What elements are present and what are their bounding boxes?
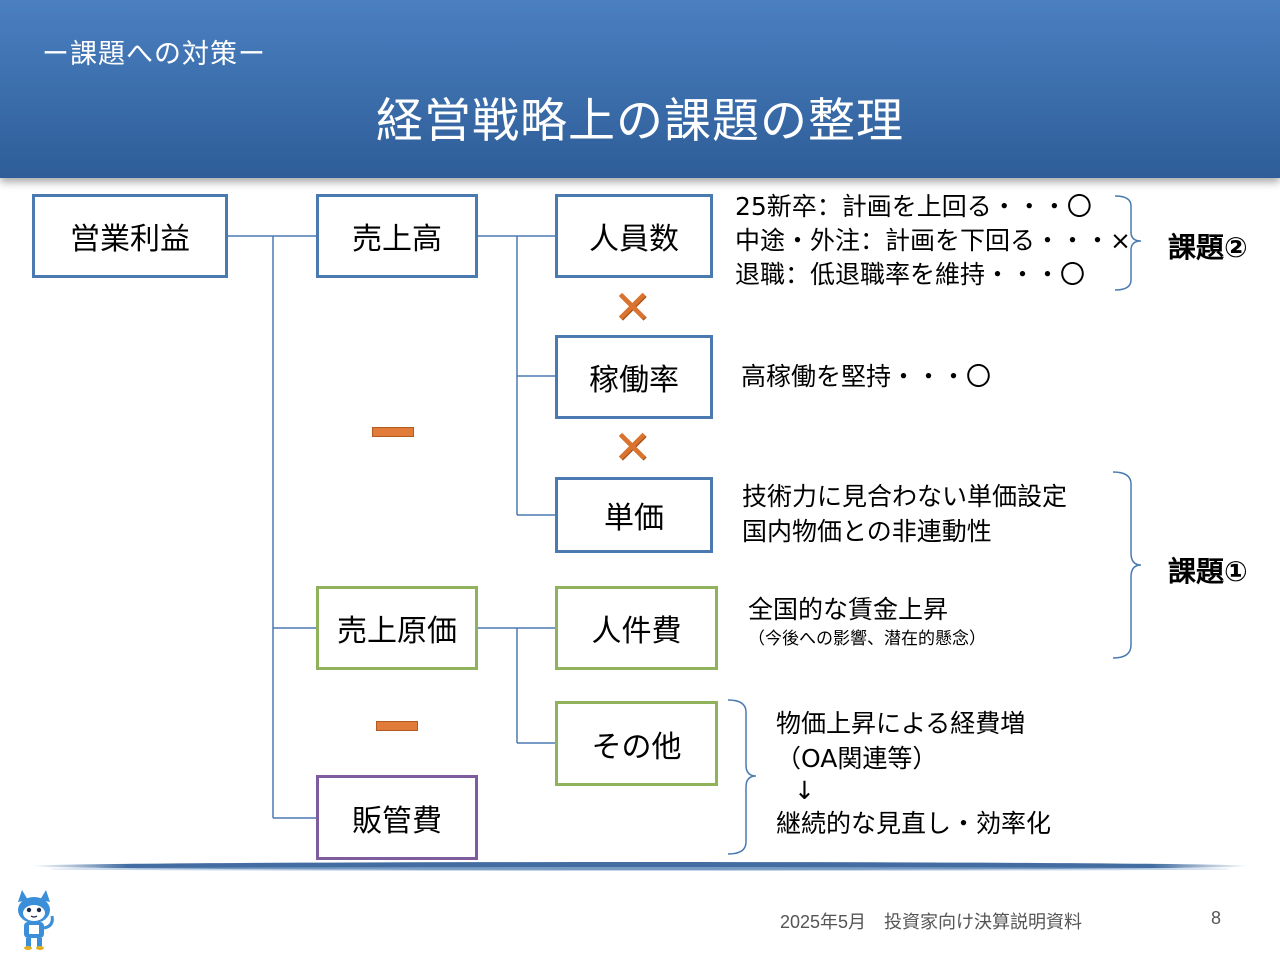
section-subtitle: ー課題への対策ー: [42, 39, 266, 70]
mascot-logo: [18, 890, 54, 950]
utilization-note: 高稼働を堅持・・・〇: [741, 362, 992, 391]
page-title: 経営戦略上の課題の整理: [376, 94, 904, 149]
note-line: 技術力に見合わない単価設定: [742, 482, 1068, 511]
headcount-notes: 25新卒：計画を上回る・・・〇 中途・外注：計画を下回る・・・× 退職：低退職率…: [735, 190, 1131, 292]
box-other: その他: [555, 701, 718, 786]
issue-1-label: 課題①: [1168, 555, 1248, 588]
multiply-icon: ✕: [613, 420, 652, 474]
labor-cost-note: 全国的な賃金上昇: [748, 595, 949, 624]
other-notes: 物価上昇による経費増 （OA関連等） ↓ 継続的な見直し・効率化: [776, 706, 1051, 841]
multiply-icon: ✕: [613, 280, 652, 334]
box-sga: 販管費: [316, 775, 478, 860]
minus-operator: [372, 427, 414, 437]
issue-2-label: 課題②: [1168, 231, 1248, 264]
labor-cost-subnote: （今後への影響、潜在的懸念）: [748, 629, 986, 649]
minus-operator: [376, 721, 418, 731]
box-labor-cost: 人件費: [555, 586, 718, 670]
box-unit-price: 単価: [555, 477, 713, 553]
box-headcount: 人員数: [555, 194, 713, 278]
page-number: 8: [1211, 908, 1222, 928]
note-line: 物価上昇による経費増: [776, 709, 1026, 738]
unit-price-notes: 技術力に見合わない単価設定 国内物価との非連動性: [742, 479, 1067, 549]
note-line: 国内物価との非連動性: [742, 517, 992, 546]
footer-document-label: 2025年5月 投資家向け決算説明資料: [780, 912, 1083, 932]
box-sales: 売上高: [316, 194, 478, 278]
header-banner: ー課題への対策ー 経営戦略上の課題の整理: [0, 0, 1280, 178]
note-line: 25新卒：計画を上回る・・・〇: [735, 192, 1092, 221]
box-cost-of-sales: 売上原価: [316, 586, 478, 670]
note-line: 退職：低退職率を維持・・・〇: [735, 260, 1086, 289]
note-line: 中途・外注：計画を下回る・・・×: [735, 226, 1131, 255]
box-utilization: 稼働率: [555, 335, 713, 419]
down-arrow: ↓: [794, 776, 815, 805]
footer-divider: [30, 862, 1250, 871]
box-operating-profit: 営業利益: [32, 194, 228, 278]
note-line: （OA関連等）: [776, 744, 938, 773]
note-line: 継続的な見直し・効率化: [776, 809, 1052, 838]
